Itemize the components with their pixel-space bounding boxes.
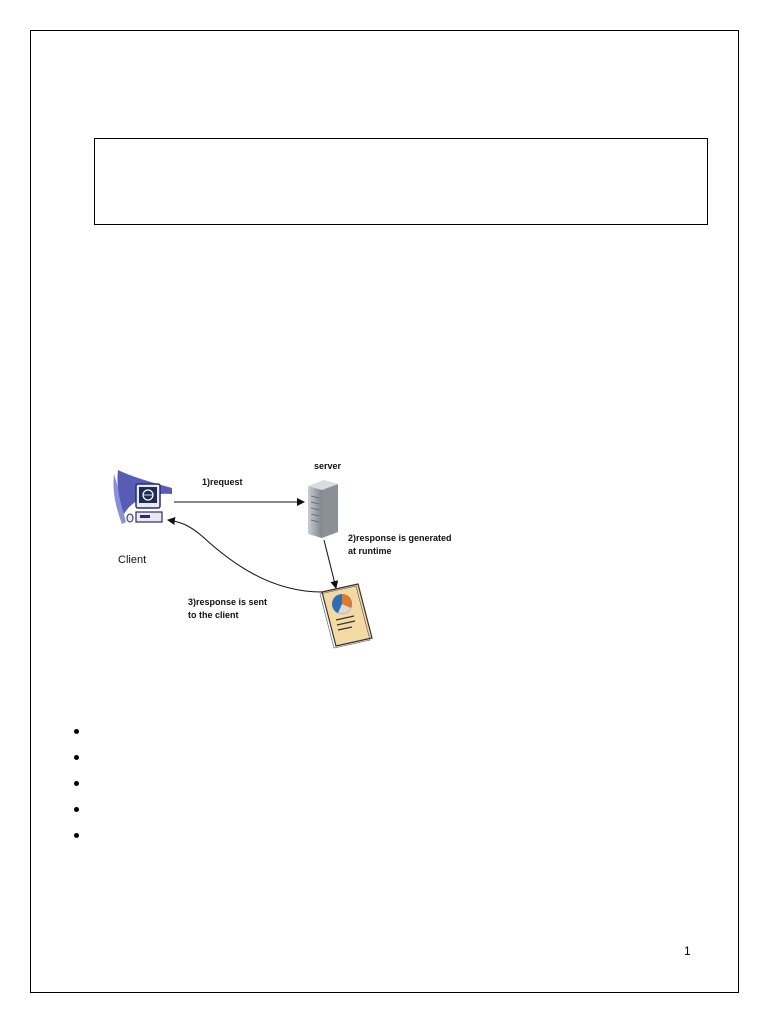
response-arrow — [167, 517, 323, 593]
client-computer-icon — [113, 470, 172, 524]
sent-label-line2: to the client — [188, 610, 239, 620]
report-document-icon — [319, 583, 373, 649]
generated-label-line1: 2)response is generated — [348, 533, 452, 543]
server-label: server — [314, 461, 342, 471]
generated-label-line2: at runtime — [348, 546, 392, 556]
title-box — [94, 138, 708, 225]
bullet-icon — [74, 729, 79, 734]
bullet-icon — [74, 781, 79, 786]
diagram-graphics — [113, 470, 373, 649]
sent-label-line1: 3)response is sent — [188, 597, 268, 607]
page-frame — [30, 30, 739, 993]
page-number: 1 — [684, 944, 691, 958]
bullet-icon — [74, 755, 79, 760]
server-tower-icon — [308, 480, 338, 538]
client-server-diagram: 1)request server Client 2)response is ge… — [110, 452, 470, 652]
bullet-icon — [74, 807, 79, 812]
generate-arrow — [323, 539, 339, 589]
client-label: Client — [118, 554, 147, 566]
request-label: 1)request — [202, 477, 243, 487]
bullet-icon — [74, 833, 79, 838]
